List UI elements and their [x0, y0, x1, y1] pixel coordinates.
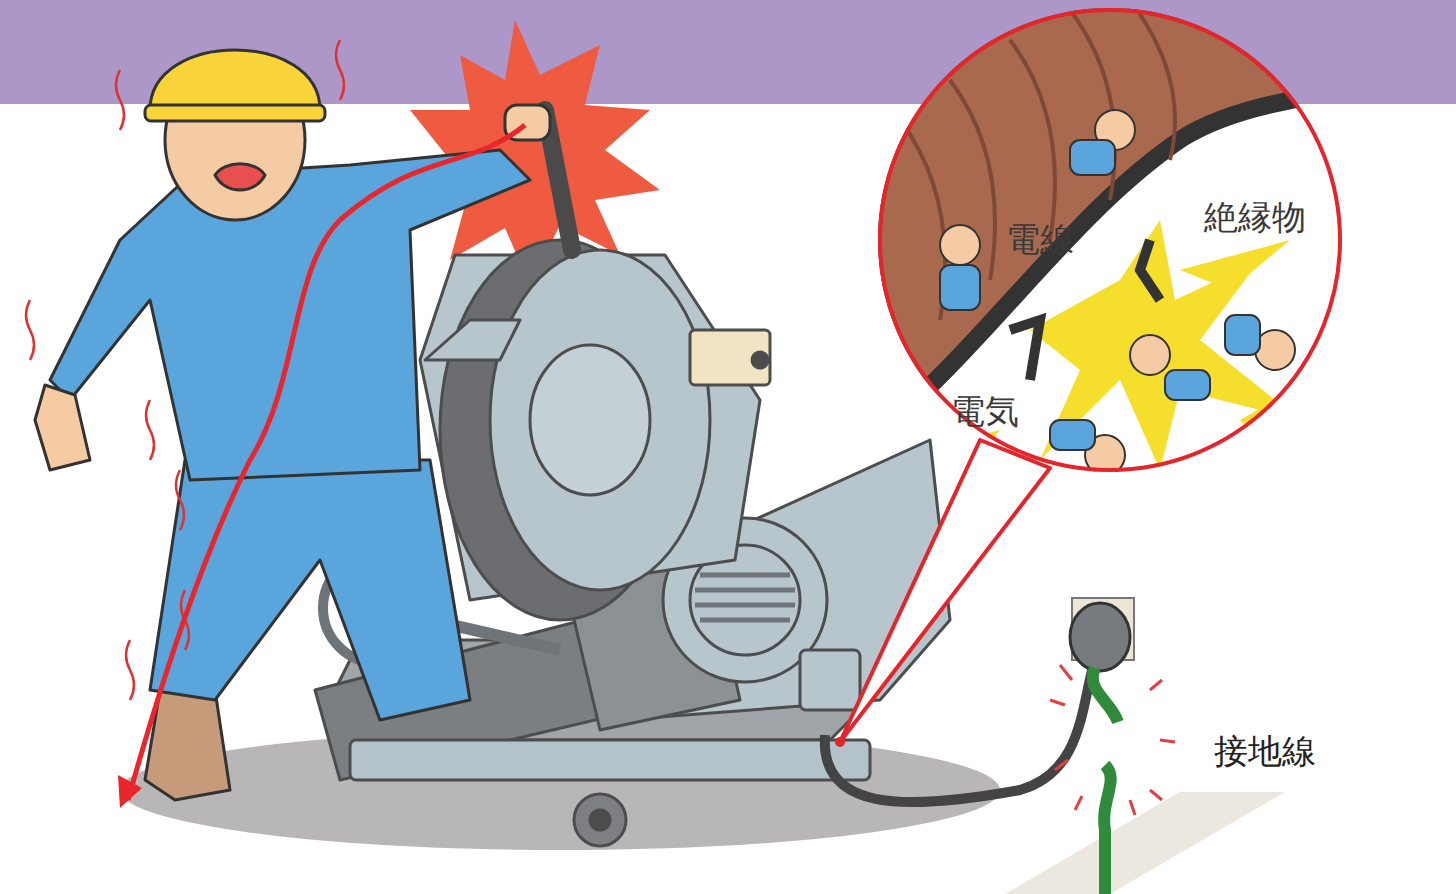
- break-marks: [1050, 665, 1175, 815]
- callout-dot: [835, 737, 845, 747]
- shake-lines: [26, 40, 344, 700]
- part-label: 電線: [1006, 217, 1074, 263]
- ground-wire-label: 接地線: [1214, 729, 1316, 775]
- power-cable: [825, 645, 1100, 802]
- current-path: [128, 125, 525, 800]
- magnifier-circle: 電線 絶縁物電気: [878, 8, 1342, 472]
- floor-shadow: [120, 730, 1000, 850]
- current-arrowhead: [118, 775, 142, 808]
- ground-wire-broken-upper: [1093, 668, 1118, 722]
- electron-figures: [940, 110, 1295, 475]
- ground-wire-broken-lower: [1104, 765, 1111, 894]
- magnified-wire: [820, 0, 1380, 475]
- circle-border: [880, 10, 1340, 470]
- callout-pointer: [840, 440, 1050, 742]
- floor-patch: [1005, 792, 1285, 894]
- circle-outline: [878, 8, 1342, 472]
- part-label: 電気: [951, 389, 1019, 435]
- plug: [1070, 603, 1130, 671]
- part-label: 絶縁物: [1204, 195, 1306, 241]
- worker: [35, 50, 550, 800]
